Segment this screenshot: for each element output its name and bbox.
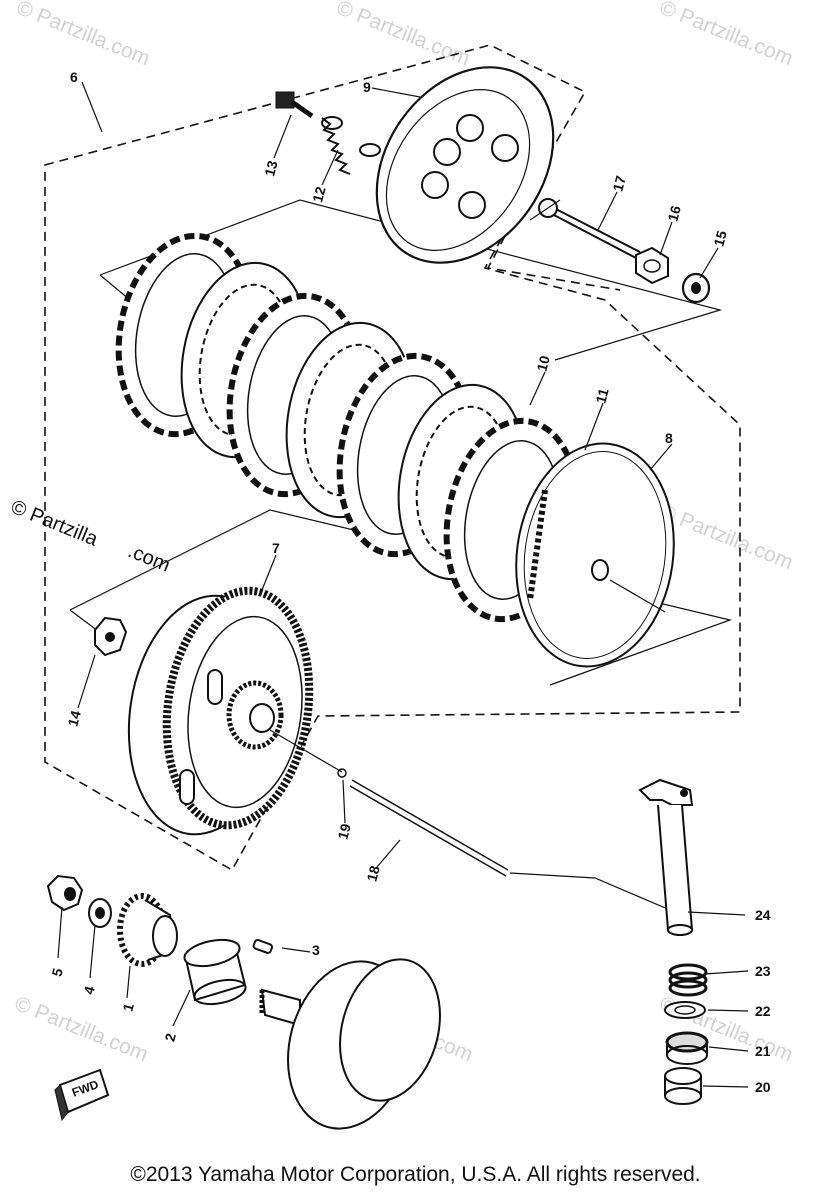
push-rod-18 <box>349 779 509 877</box>
nut-5 <box>46 874 84 912</box>
leader-lever <box>509 872 671 911</box>
spacer-2 <box>183 938 247 1006</box>
callout-2: 2 <box>161 1031 179 1043</box>
center-axis <box>269 199 666 773</box>
callout-21: 21 <box>755 1043 771 1059</box>
callout-9: 9 <box>363 79 371 95</box>
seal-21 <box>665 1031 709 1065</box>
callout-24: 24 <box>755 907 771 923</box>
leader-lines <box>57 81 749 1088</box>
callout-19: 19 <box>334 822 354 841</box>
callout-5: 5 <box>48 966 66 978</box>
callout-1: 1 <box>119 1001 137 1013</box>
callout-15: 15 <box>710 229 730 248</box>
bearing-20 <box>664 1067 702 1105</box>
primary-drive-gear-1 <box>117 893 178 967</box>
washer-4 <box>88 898 112 928</box>
nut-16 <box>635 246 669 285</box>
copyright-notice: ©2013 Yamaha Motor Corporation, U.S.A. A… <box>130 1163 701 1186</box>
pressure-plate <box>375 66 555 264</box>
spring-23 <box>668 963 708 997</box>
callout-8: 8 <box>665 430 673 446</box>
callout-20: 20 <box>755 1079 771 1095</box>
clutch-plate-stack <box>115 232 581 623</box>
fwd-arrow-icon: FWD <box>54 1068 110 1122</box>
clutch-housing-7 <box>127 586 314 836</box>
callout-4: 4 <box>80 984 98 996</box>
key-3 <box>252 939 273 954</box>
push-lever-24 <box>638 778 694 936</box>
spring-12 <box>321 116 381 175</box>
callout-16: 16 <box>664 204 684 223</box>
crankshaft <box>259 958 441 1130</box>
callout-13: 13 <box>261 159 281 178</box>
clutch-boss-8 <box>515 442 675 668</box>
callout-10: 10 <box>533 354 553 373</box>
callout-23: 23 <box>755 963 771 979</box>
group-outline-6 <box>44 44 741 872</box>
callout-22: 22 <box>755 1003 771 1019</box>
callout-11: 11 <box>592 386 611 405</box>
bolt-13 <box>275 91 314 119</box>
callout-7: 7 <box>272 540 280 556</box>
callout-12: 12 <box>309 185 329 204</box>
callout-17: 17 <box>609 174 629 193</box>
washer-14 <box>94 616 128 657</box>
callout-18: 18 <box>363 864 383 883</box>
callout-14: 14 <box>64 709 84 728</box>
washer-22 <box>664 1001 706 1019</box>
washer-15 <box>681 272 711 304</box>
callout-6: 6 <box>70 69 78 85</box>
push-rod-17 <box>538 198 641 259</box>
callout-3: 3 <box>312 942 320 958</box>
